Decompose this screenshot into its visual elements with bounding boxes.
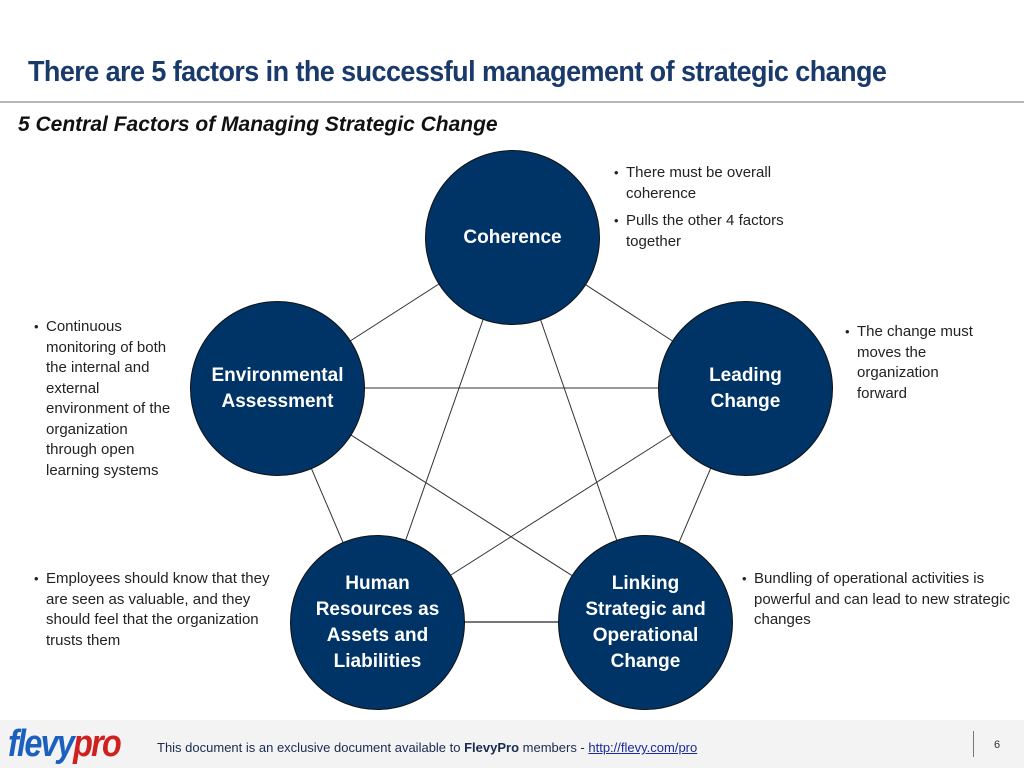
- footer-text-after: members -: [519, 740, 589, 755]
- footer-text: This document is an exclusive document a…: [157, 740, 697, 755]
- page-number: 6: [994, 739, 1001, 751]
- node-linking-strategic: Linking Strategic and Operational Change: [558, 535, 733, 710]
- bullet: The change must moves the organization f…: [845, 322, 985, 404]
- footer-text-before: This document is an exclusive document a…: [157, 740, 465, 755]
- note-environmental-assessment: Continuous monitoring of both the intern…: [34, 317, 179, 488]
- footer-brand: FlevyPro: [464, 740, 520, 755]
- node-coherence: Coherence: [425, 150, 600, 325]
- flevy-pro-link[interactable]: http://flevy.com/pro: [588, 740, 698, 755]
- node-human-resources: Human Resources as Assets and Liabilitie…: [290, 535, 465, 710]
- page-title: There are 5 factors in the successful ma…: [28, 56, 887, 88]
- node-leading-change: Leading Change: [658, 301, 833, 476]
- node-environmental-assessment: Environmental Assessment: [190, 301, 365, 476]
- bullet: Employees should know that they are seen…: [34, 569, 284, 651]
- note-linking-strategic: Bundling of operational activities is po…: [742, 569, 1012, 638]
- note-human-resources: Employees should know that they are seen…: [34, 569, 284, 658]
- node-label: Human Resources as Assets and Liabilitie…: [315, 572, 440, 672]
- logo-flevy: flevy: [8, 723, 75, 765]
- node-label: Leading Change: [709, 364, 782, 412]
- bullet: There must be overall coherence: [614, 163, 814, 204]
- note-coherence: There must be overall coherence Pulls th…: [614, 163, 814, 259]
- bullet: Pulls the other 4 factors together: [614, 211, 814, 252]
- node-label: Coherence: [463, 226, 562, 248]
- node-label: Linking Strategic and Operational Change: [585, 572, 706, 672]
- page-number-divider: [973, 731, 974, 757]
- bullet: Continuous monitoring of both the intern…: [34, 317, 179, 481]
- flevypro-logo: flevypro: [8, 722, 122, 766]
- logo-pro: pro: [73, 723, 122, 765]
- diagram-subtitle: 5 Central Factors of Managing Strategic …: [18, 113, 498, 136]
- footer-bar: [0, 720, 1024, 768]
- note-leading-change: The change must moves the organization f…: [845, 322, 985, 411]
- title-divider: [0, 101, 1024, 103]
- bullet: Bundling of operational activities is po…: [742, 569, 1012, 631]
- node-label: Environmental Assessment: [211, 364, 344, 412]
